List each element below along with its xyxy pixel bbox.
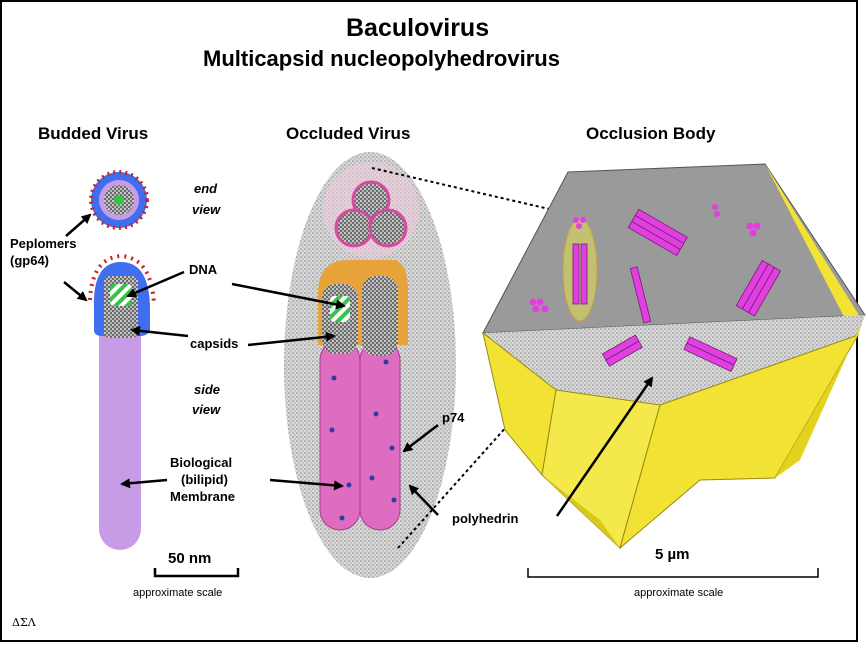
scale-bar-left: [155, 568, 238, 576]
scale-left-value: 50 nm: [168, 550, 211, 567]
heading-budded-virus: Budded Virus: [38, 124, 148, 144]
scale-left-caption: approximate scale: [133, 587, 222, 599]
budded-virus: [90, 172, 154, 550]
label-peplomers: Peplomers: [10, 236, 76, 251]
label-capsids: capsids: [190, 336, 238, 351]
scale-right-value: 5 µm: [655, 546, 690, 563]
label-side-view-2: view: [192, 402, 220, 417]
scale-bar-right: [528, 568, 818, 577]
title: Baculovirus: [346, 14, 489, 43]
subtitle: Multicapsid nucleopolyhedrovirus: [203, 46, 560, 72]
label-membrane-1: Biological: [170, 455, 232, 470]
label-end-view-2: view: [192, 202, 220, 217]
credit-mark: ΔΣΛ: [12, 616, 36, 629]
label-side-view-1: side: [194, 382, 220, 397]
scale-right-caption: approximate scale: [634, 587, 723, 599]
occluded-virus: [284, 152, 456, 578]
label-gp64: (gp64): [10, 253, 49, 268]
heading-occlusion-body: Occlusion Body: [586, 124, 715, 144]
heading-occluded-virus: Occluded Virus: [286, 124, 410, 144]
label-p74: p74: [442, 410, 464, 425]
label-polyhedrin: polyhedrin: [452, 511, 518, 526]
label-membrane-2: (bilipid): [181, 472, 228, 487]
label-end-view-1: end: [194, 181, 217, 196]
occlusion-body: [483, 164, 865, 548]
label-membrane-3: Membrane: [170, 489, 235, 504]
label-dna: DNA: [189, 262, 217, 277]
